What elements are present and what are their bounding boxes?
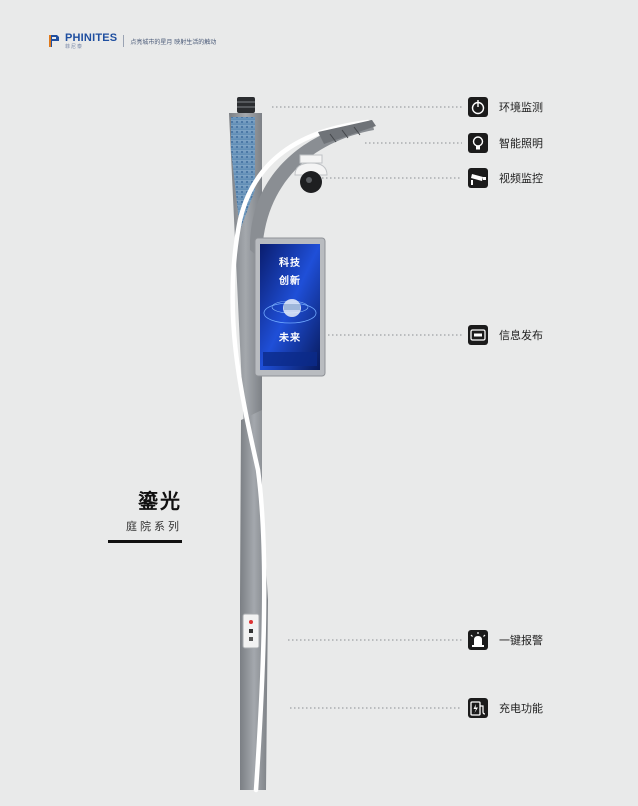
alarm-panel	[242, 613, 260, 649]
sign-text-line2: 创新	[278, 274, 301, 287]
environment-sensor-icon	[468, 97, 488, 117]
feature-label: 视频监控	[499, 172, 543, 185]
series-title-block: 鎏光 庭院系列	[104, 490, 182, 543]
header: PHINITES 菲尼泰 点亮城市的星月 映射生活的触动	[48, 32, 216, 50]
alarm-beacon-icon	[468, 630, 488, 650]
feature-video-surveillance: 视频监控	[468, 168, 543, 188]
sign-text-line3: 未来	[278, 331, 301, 344]
feature-charging: 充电功能	[468, 698, 543, 718]
lamp-head-fins	[329, 126, 361, 143]
pole-upper-panel	[231, 117, 255, 230]
product-title: 鎏光	[138, 489, 182, 513]
feature-label: 一键报警	[499, 634, 543, 647]
lightbulb-icon	[468, 133, 488, 153]
feature-label: 充电功能	[499, 702, 543, 715]
environment-sensor	[237, 97, 255, 113]
slogan: 点亮城市的星月 映射生活的触动	[130, 38, 217, 46]
series-subtitle: 庭院系列	[126, 520, 182, 533]
feature-one-key-alarm: 一键报警	[468, 630, 543, 650]
title-underline	[108, 540, 182, 543]
feature-label: 智能照明	[499, 137, 543, 150]
led-screen-icon	[468, 325, 488, 345]
leader-lines	[272, 106, 462, 709]
brand-subtitle: 菲尼泰	[65, 43, 84, 50]
charging-icon	[468, 698, 488, 718]
feature-label: 环境监测	[499, 101, 543, 114]
dome-camera	[294, 154, 328, 193]
led-screen: 科技 创新 未来	[254, 237, 326, 377]
feature-environment-monitoring: 环境监测	[468, 97, 543, 117]
brand-block: PHINITES 菲尼泰	[65, 31, 118, 50]
feature-label: 信息发布	[499, 329, 543, 342]
brand-logo-icon	[49, 35, 59, 47]
brand-name: PHINITES	[65, 31, 118, 44]
feature-information-release: 信息发布	[468, 325, 543, 345]
cctv-camera-icon	[468, 168, 488, 188]
header-divider	[123, 35, 125, 47]
arm-light-strip	[230, 119, 371, 793]
sign-text-line1: 科技	[279, 256, 301, 269]
feature-smart-lighting: 智能照明	[468, 133, 543, 153]
